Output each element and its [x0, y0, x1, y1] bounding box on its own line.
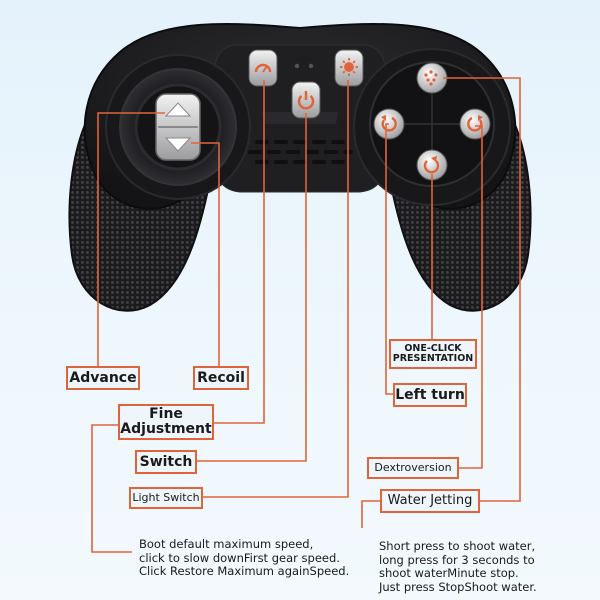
water-jetting-button	[416, 62, 448, 94]
rotate-left-icon	[381, 116, 397, 132]
speaker-grill	[248, 140, 353, 164]
fine-adjustment-button	[248, 49, 278, 87]
presentation-icon	[423, 160, 440, 174]
dextroversion-label: Dextroversion	[367, 457, 459, 479]
dextroversion-button	[459, 108, 491, 140]
advance-label: Advance	[66, 366, 140, 390]
light-icon	[340, 58, 358, 76]
leader-lines	[91, 77, 521, 553]
water-note: Short press to shoot water, long press f…	[379, 539, 537, 594]
left-turn-label: Left turn	[393, 383, 467, 407]
one-click-presentation-label: ONE-CLICK PRESENTATION	[389, 339, 477, 369]
up-arrow-icon	[164, 102, 192, 117]
down-arrow-icon	[164, 137, 192, 152]
switch-label: Switch	[135, 450, 197, 474]
water-spray-icon	[424, 70, 438, 86]
fine-adjustment-label: Fine Adjustment	[118, 404, 214, 440]
light-switch-label: Light Switch	[129, 487, 203, 509]
power-icon	[297, 95, 315, 110]
speed-gauge-icon	[254, 63, 272, 73]
speed-note: Boot default maximum speed, click to slo…	[139, 537, 350, 578]
water-jetting-label: Water Jetting	[380, 489, 480, 513]
rotate-right-icon	[467, 116, 483, 132]
recoil-label: Recoil	[193, 366, 249, 390]
